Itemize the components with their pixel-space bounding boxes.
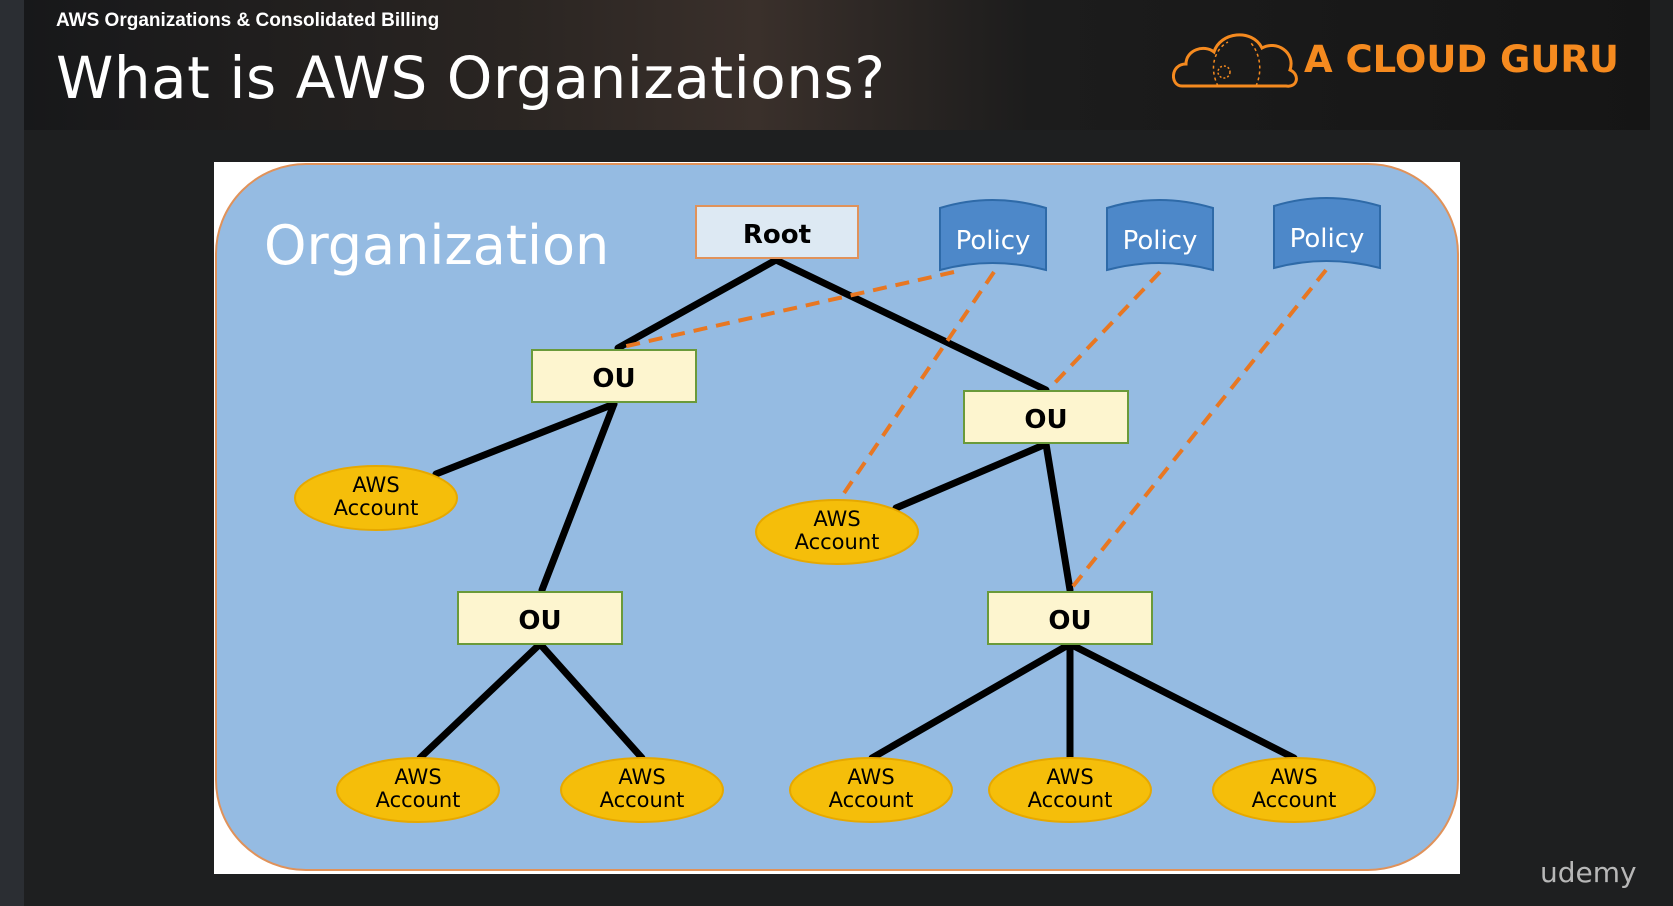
account-label-line1: AWS	[352, 473, 399, 497]
account-label-line2: Account	[600, 788, 685, 812]
cloud-icon	[1172, 33, 1298, 88]
policy-label: Policy	[956, 226, 1031, 256]
account-label-line2: Account	[1252, 788, 1337, 812]
aws-account-node: AWS Account	[560, 757, 724, 823]
organization-diagram: Organization Root	[215, 163, 1459, 871]
account-label-line1: AWS	[813, 507, 860, 531]
slide-title: What is AWS Organizations?	[56, 44, 886, 112]
account-label-line1: AWS	[394, 765, 441, 789]
account-label-line1: AWS	[1046, 765, 1093, 789]
account-label-line1: AWS	[847, 765, 894, 789]
hierarchy-lines	[416, 256, 1298, 762]
account-label-line2: Account	[1028, 788, 1113, 812]
edge-ou4-account5	[868, 640, 1074, 762]
aws-account-node: AWS Account	[336, 757, 500, 823]
brand-name: A CLOUD GURU	[1304, 38, 1619, 81]
ou-node: OU	[457, 591, 623, 645]
section-title: AWS Organizations & Consolidated Billing	[56, 10, 440, 31]
policy-link-3	[1048, 270, 1162, 390]
edge-ou3-account3	[416, 640, 544, 762]
policy-flag	[1273, 197, 1381, 270]
aws-account-node: AWS Account	[755, 499, 919, 565]
aws-account-node: AWS Account	[789, 757, 953, 823]
ou-label: OU	[1024, 405, 1067, 435]
edge-ou3-account4	[536, 640, 646, 762]
diagram-frame: Organization Root	[214, 162, 1460, 874]
edge-ou2-account2	[892, 440, 1050, 512]
policy-link-2	[836, 270, 996, 504]
policy-flag	[939, 199, 1047, 272]
account-label-line2: Account	[334, 496, 419, 520]
root-node: Root	[695, 205, 859, 259]
root-label: Root	[743, 220, 811, 250]
policy-label: Policy	[1290, 224, 1365, 254]
brand-logo: A CLOUD GURU	[1172, 26, 1619, 96]
account-label-line2: Account	[829, 788, 914, 812]
policy-links	[617, 268, 1328, 592]
aws-account-node: AWS Account	[1212, 757, 1376, 823]
aws-account-node: AWS Account	[988, 757, 1152, 823]
edge-root-ou1	[614, 256, 780, 352]
left-edge-bar	[0, 0, 24, 906]
ou-node: OU	[531, 349, 697, 403]
ou-label: OU	[518, 606, 561, 636]
udemy-watermark: udemy	[1540, 856, 1637, 889]
account-label-line2: Account	[376, 788, 461, 812]
edge-ou1-account1	[432, 400, 618, 478]
ou-node: OU	[963, 390, 1129, 444]
edge-ou4-account7	[1066, 640, 1298, 762]
edge-ou2-ou4	[1042, 440, 1074, 594]
organization-label: Organization	[264, 214, 609, 277]
slide-header	[24, 0, 1650, 130]
ou-label: OU	[592, 364, 635, 394]
edge-ou1-ou3	[538, 400, 618, 594]
policy-label: Policy	[1123, 226, 1198, 256]
account-label-line1: AWS	[618, 765, 665, 789]
account-label-line2: Account	[795, 530, 880, 554]
aws-account-node: AWS Account	[294, 465, 458, 531]
policy-link-1	[617, 270, 955, 350]
account-label-line1: AWS	[1270, 765, 1317, 789]
ou-label: OU	[1048, 606, 1091, 636]
edge-root-ou2	[772, 256, 1050, 394]
ou-node: OU	[987, 591, 1153, 645]
policy-flag	[1106, 199, 1214, 272]
